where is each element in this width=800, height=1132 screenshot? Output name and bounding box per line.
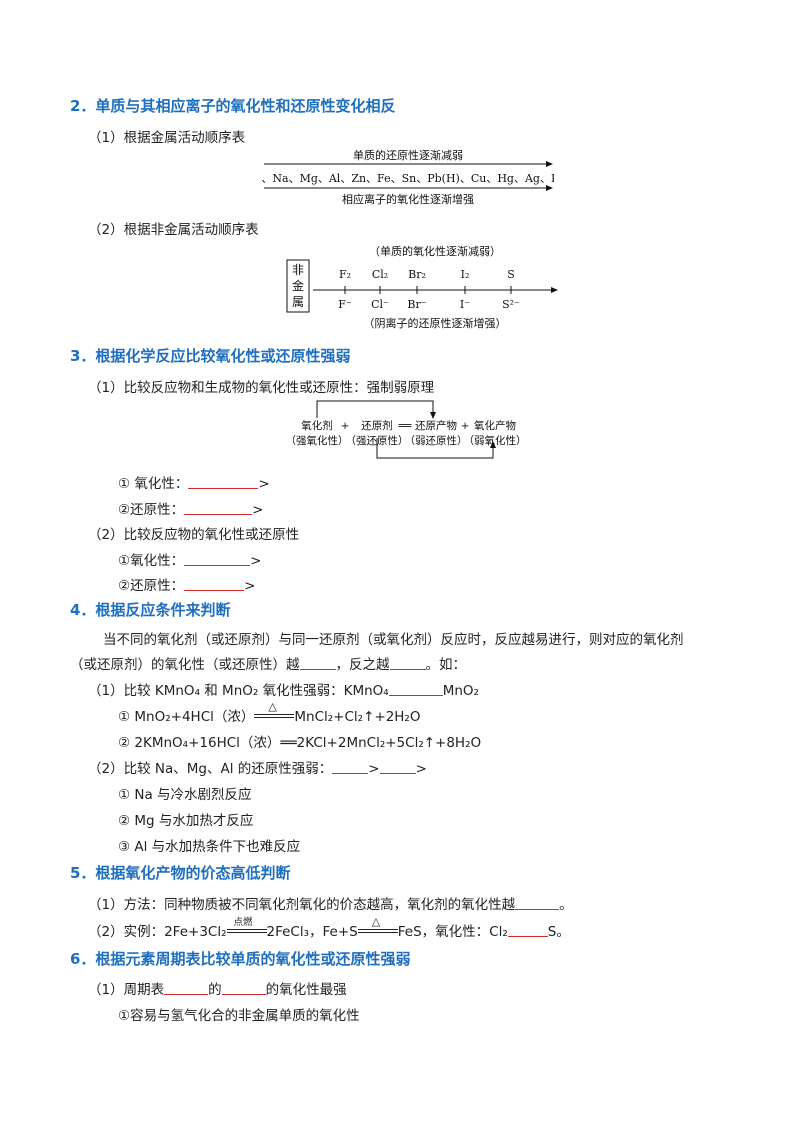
strong-makes-weak-diagram: 氧化剂 + 还原剂 ══ 还原产物 + 氧化产物 （强氧化性） （强还原性） （… — [293, 400, 522, 459]
s2-point-1: （1）根据金属活动顺序表 — [88, 130, 246, 146]
s2-point-2: （2）根据非金属活动顺序表 — [88, 222, 259, 238]
nm-element: Br₂ — [408, 268, 426, 281]
answer-blank[interactable] — [299, 668, 336, 670]
nm-top-label: （单质的氧化性逐渐减弱） — [369, 244, 501, 258]
reaction-condition-ignite: 点燃 — [226, 917, 267, 938]
s3-point-2: （2）比较反应物的氧化性或还原性 — [88, 527, 300, 543]
s4-paragraph-line-2: （或还原剂）的氧化性（或还原性）越，反之越。如： — [70, 657, 466, 673]
nm-ion: S²⁻ — [502, 298, 520, 311]
section-5-heading: 5．根据氧化产物的价态高低判断 — [70, 864, 291, 882]
section-2-heading: 2．单质与其相应离子的氧化性和还原性变化相反 — [70, 97, 396, 115]
answer-blank[interactable] — [188, 487, 259, 489]
svg-text:+: + — [341, 420, 350, 432]
nm-ion: Br⁻ — [407, 298, 426, 311]
answer-blank[interactable] — [379, 772, 416, 774]
answer-blank[interactable] — [184, 564, 251, 566]
answer-blank[interactable] — [184, 589, 245, 591]
arrow-right-icon — [546, 161, 553, 167]
svg-text:（强氧化性）: （强氧化性） — [293, 434, 349, 447]
s3-item-oxidizing-1: ① 氧化性：> — [118, 476, 270, 492]
nm-element: S — [507, 268, 515, 281]
nm-box-char: 属 — [292, 295, 304, 309]
section-4-heading: 4．根据反应条件来判断 — [70, 601, 231, 619]
s3-point-1: （1）比较反应物和生成物的氧化性或还原性：强制弱原理 — [88, 380, 435, 396]
svg-text:还原剂: 还原剂 — [361, 419, 393, 432]
nm-ion: F⁻ — [338, 298, 352, 311]
nm-bottom-label: （阴离子的还原性逐渐增强） — [364, 316, 507, 330]
answer-blank[interactable] — [388, 694, 443, 696]
arrow-right-icon — [551, 287, 558, 293]
svg-text:氧化产物: 氧化产物 — [474, 419, 516, 432]
s4-equation-1: ① MnO₂+4HCl（浓） △ MnCl₂+Cl₂↑+2H₂O — [118, 700, 421, 725]
reaction-condition-heat: △ — [357, 915, 398, 938]
s4-point-2: （2）比较 Na、Mg、Al 的还原性强弱：>> — [88, 761, 427, 777]
nm-element: F₂ — [339, 268, 351, 281]
s4-paragraph-line-1: 当不同的氧化剂（或还原剂）与同一还原剂（或氧化剂）反应时，反应越易进行，则对应的… — [103, 632, 684, 648]
answer-blank[interactable] — [507, 935, 548, 937]
s4-reaction-al: ③ Al 与水加热条件下也难反应 — [118, 839, 301, 855]
answer-blank[interactable] — [221, 993, 266, 995]
s6-point-1: （1）周期表的的氧化性最强 — [88, 982, 347, 998]
answer-blank[interactable] — [332, 772, 369, 774]
s3-item-reducing-2: ②还原性：> — [118, 578, 256, 594]
arrow-right-icon — [546, 185, 553, 191]
s3-item-oxidizing-2: ①氧化性：> — [118, 553, 262, 569]
answer-blank[interactable] — [164, 993, 209, 995]
section-3-heading: 3．根据化学反应比较氧化性或还原性强弱 — [70, 347, 351, 365]
nm-ion: I⁻ — [460, 298, 470, 311]
svg-text:还原产物: 还原产物 — [415, 419, 457, 432]
s5-point-2: （2）实例：2Fe+3Cl₂ 点燃 2FeCl₃，Fe+S △ FeS，氧化性：… — [88, 915, 570, 940]
s4-equation-2: ② 2KMnO₄+16HCl（浓）══2KCl+2MnCl₂+5Cl₂↑+8H₂… — [118, 735, 482, 751]
nonmetal-activity-series-figure: 非 金 属 （单质的氧化性逐渐减弱） F₂ Cl₂ Br₂ I₂ S F⁻ Cl… — [286, 244, 558, 330]
answer-blank[interactable] — [389, 668, 426, 670]
svg-text:+: + — [461, 420, 470, 432]
svg-text:（弱还原性）: （弱还原性） — [405, 434, 468, 447]
reaction-condition-heat: △ — [254, 700, 295, 723]
answer-blank[interactable] — [515, 908, 560, 910]
metal-top-label: 单质的还原性逐渐减弱 — [353, 148, 463, 162]
svg-text:氧化剂: 氧化剂 — [301, 419, 333, 432]
s4-reaction-mg: ② Mg 与水加热才反应 — [118, 813, 254, 829]
s6-item-1: ①容易与氢气化合的非金属单质的氧化性 — [118, 1008, 360, 1024]
svg-text:（弱氧化性）: （弱氧化性） — [464, 434, 522, 447]
svg-text:══: ══ — [398, 420, 412, 432]
nm-ion: Cl⁻ — [371, 298, 389, 311]
nm-element: Cl₂ — [372, 268, 388, 281]
metal-series: K、Ca、Na、Mg、Al、Zn、Fe、Sn、Pb(H)、Cu、Hg、Ag、Pt… — [262, 172, 554, 185]
nm-element: I₂ — [461, 268, 470, 281]
metal-bottom-label: 相应离子的氧化性逐渐增强 — [342, 192, 474, 206]
nm-box-char: 金 — [292, 278, 304, 293]
svg-text:（强还原性）: （强还原性） — [346, 434, 409, 447]
s3-item-reducing-1: ②还原性：> — [118, 502, 264, 518]
nm-box-char: 非 — [292, 263, 304, 277]
s4-reaction-na: ① Na 与冷水剧烈反应 — [118, 787, 252, 803]
s5-point-1: （1）方法：同种物质被不同氧化剂氧化的价态越高，氧化剂的氧化性越。 — [88, 897, 573, 913]
answer-blank[interactable] — [184, 513, 253, 515]
metal-activity-series-figure: 单质的还原性逐渐减弱 K、Ca、Na、Mg、Al、Zn、Fe、Sn、Pb(H)、… — [262, 148, 554, 206]
section-6-heading: 6．根据元素周期表比较单质的氧化性或还原性强弱 — [70, 950, 411, 968]
